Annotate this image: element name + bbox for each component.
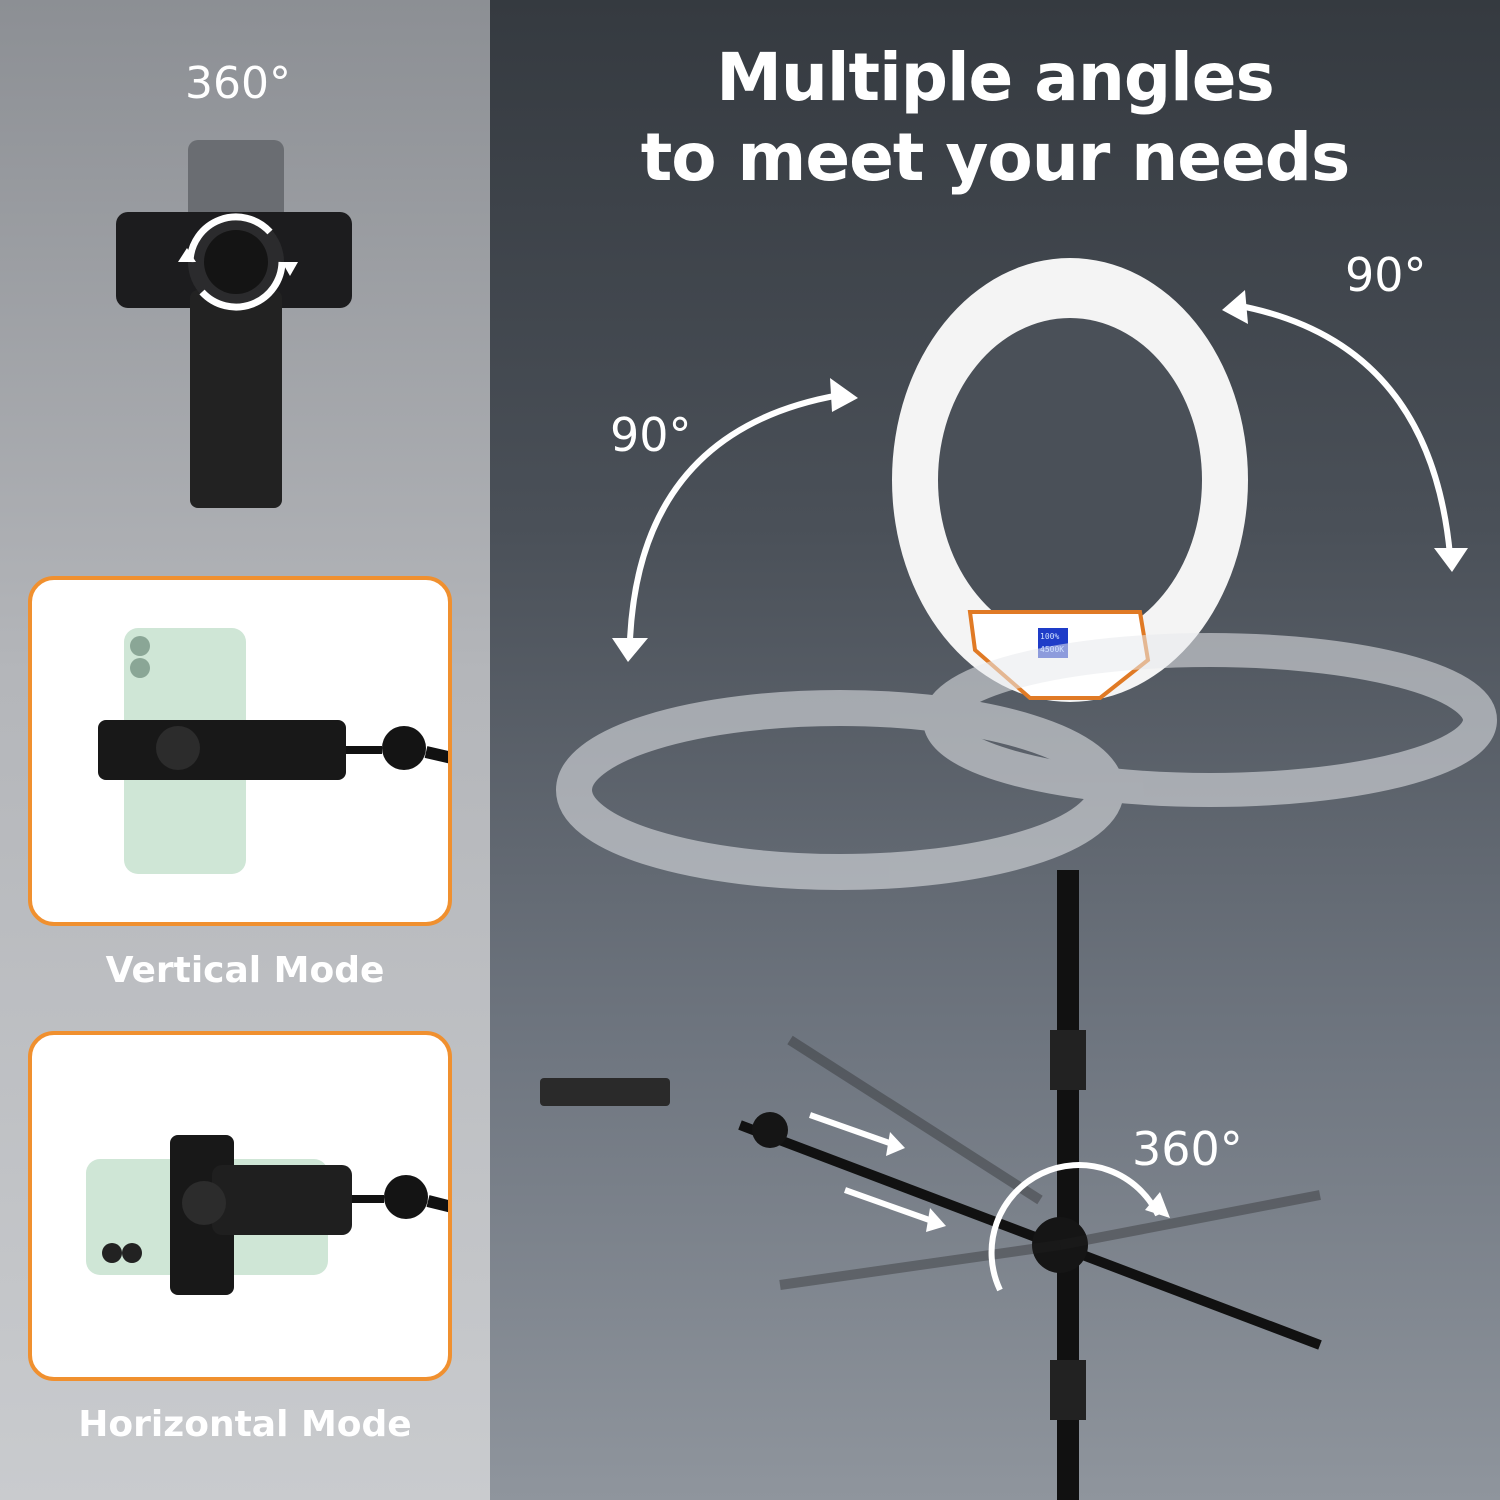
- vertical-mode-card: [28, 576, 452, 926]
- brightness-readout: 100%: [1040, 632, 1060, 641]
- rotation-arrows: [627, 302, 1453, 1292]
- vertical-mode-illustration: [98, 628, 448, 874]
- phone-clamp-rotating: [116, 140, 352, 508]
- stand-pole: [1057, 870, 1079, 1500]
- headline: Multiple angles to meet your needs: [490, 38, 1500, 198]
- headline-line2: to meet your needs: [640, 119, 1351, 196]
- tilt-left-label: 90°: [610, 408, 692, 462]
- horizontal-mode-illustration: [86, 1135, 448, 1295]
- tilt-right-label: 90°: [1345, 248, 1427, 302]
- color-temp-readout: 4500K: [1040, 645, 1065, 654]
- boom-rotation-label: 360°: [1132, 1122, 1243, 1176]
- control-panel-display: 100% 4500K: [1040, 630, 1066, 656]
- ring-light-tilted: [556, 633, 1497, 890]
- boom-arm: [540, 1035, 1322, 1350]
- clamp-rotation-label: 360°: [185, 58, 291, 109]
- horizontal-mode-label: Horizontal Mode: [78, 1404, 412, 1445]
- horizontal-mode-card: [28, 1031, 452, 1381]
- vertical-mode-label: Vertical Mode: [105, 950, 385, 991]
- headline-line1: Multiple angles: [716, 39, 1275, 116]
